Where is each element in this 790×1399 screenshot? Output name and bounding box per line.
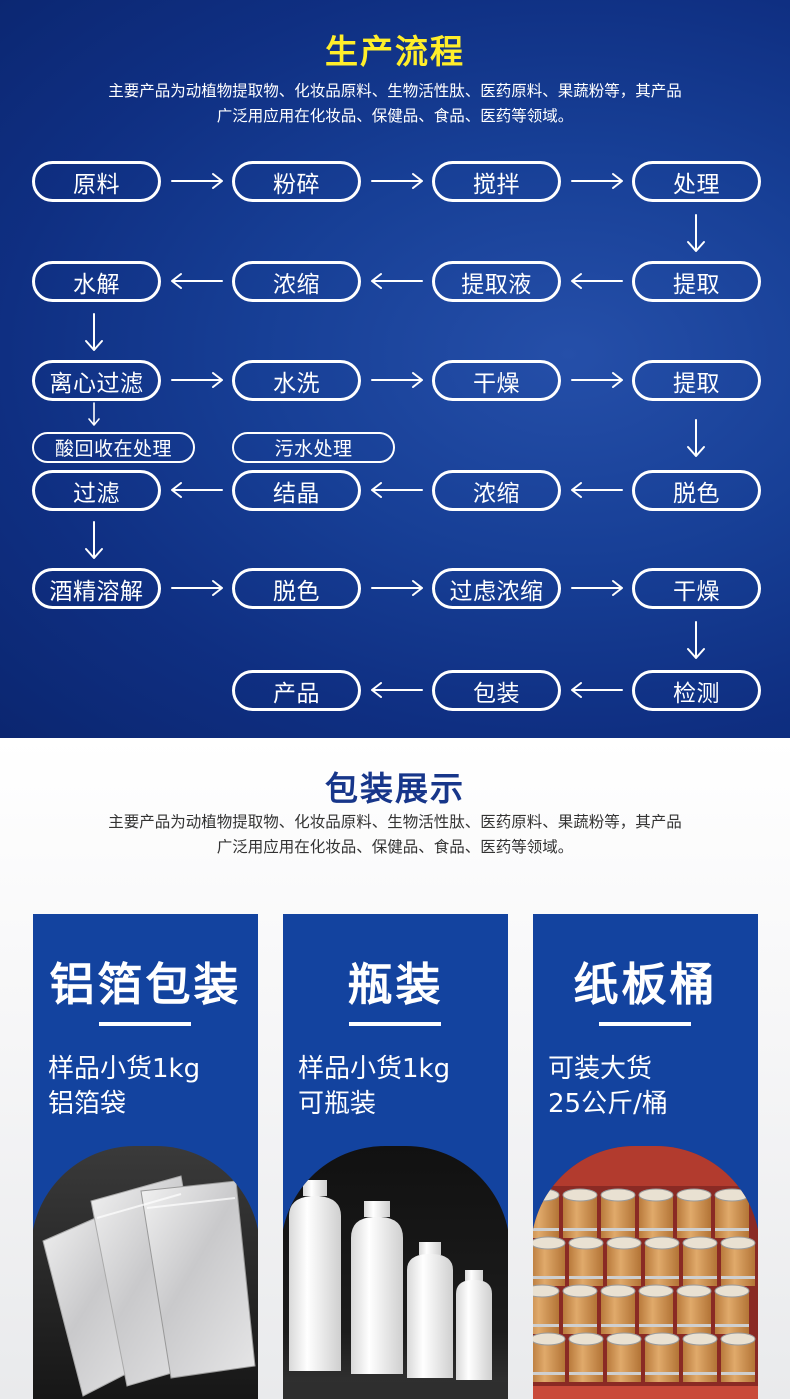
fiber-drums-image	[533, 1146, 758, 1399]
packaging-title: 包装展示	[325, 769, 465, 808]
arrow-left	[171, 482, 223, 498]
arrow-left	[571, 273, 623, 289]
step-extraction-2: 提取	[632, 360, 761, 401]
card-divider	[99, 1022, 191, 1026]
arrow-right	[371, 580, 423, 596]
arrow-left	[371, 682, 423, 698]
process-title: 生产流程	[325, 32, 465, 71]
step-centrifugal-filtration: 离心过滤	[32, 360, 161, 401]
production-process-section: 生产流程 主要产品为动植物提取物、化妆品原料、生物活性肽、医药原料、果蔬粉等，其…	[0, 0, 790, 738]
card-line-2: 铝箔袋	[48, 1089, 127, 1119]
arrow-right	[371, 372, 423, 388]
arrow-left	[371, 482, 423, 498]
card-fiber-drums: 纸板桶 可装大货 25公斤/桶	[533, 914, 758, 1399]
arrow-down-small	[88, 402, 100, 426]
arrow-right	[571, 580, 623, 596]
step-water-wash: 水洗	[232, 360, 361, 401]
arrow-left	[371, 273, 423, 289]
card-description: 样品小货1kg 可瓶装	[298, 1052, 450, 1122]
card-line-2: 25公斤/桶	[548, 1089, 668, 1119]
step-drying-2: 干燥	[632, 568, 761, 609]
arrow-left	[571, 682, 623, 698]
white-bottles-image	[283, 1146, 508, 1399]
arrow-right	[571, 372, 623, 388]
card-description: 样品小货1kg 铝箔袋	[48, 1052, 200, 1122]
step-crushing: 粉碎	[232, 161, 361, 202]
process-desc-line-1: 主要产品为动植物提取物、化妆品原料、生物活性肽、医药原料、果蔬粉等，其产品	[108, 82, 682, 100]
arrow-right	[171, 580, 223, 596]
packaging-display-section: 包装展示 主要产品为动植物提取物、化妆品原料、生物活性肽、医药原料、果蔬粉等，其…	[0, 738, 790, 1399]
step-filter-concentration: 过虑浓缩	[432, 568, 561, 609]
step-raw-material: 原料	[32, 161, 161, 202]
arrow-right	[171, 372, 223, 388]
process-description: 主要产品为动植物提取物、化妆品原料、生物活性肽、医药原料、果蔬粉等，其产品 广泛…	[0, 79, 790, 129]
card-line-1: 样品小货1kg	[298, 1054, 451, 1084]
flow-arrows	[85, 173, 705, 698]
step-decolorization: 脱色	[632, 470, 761, 511]
step-crystallization: 结晶	[232, 470, 361, 511]
packaging-description: 主要产品为动植物提取物、化妆品原料、生物活性肽、医药原料、果蔬粉等，其产品 广泛…	[0, 810, 790, 860]
step-filtration: 过滤	[32, 470, 161, 511]
arrow-right	[571, 173, 623, 189]
packaging-desc-line-1: 主要产品为动植物提取物、化妆品原料、生物活性肽、医药原料、果蔬粉等，其产品	[108, 813, 682, 831]
card-bottles: 瓶装 样品小货1kg 可瓶装	[283, 914, 508, 1399]
arrow-down	[687, 214, 705, 252]
step-concentration: 浓缩	[232, 261, 361, 302]
card-line-1: 可装大货	[548, 1054, 653, 1084]
arrow-right	[171, 173, 223, 189]
arrow-down	[687, 621, 705, 659]
card-divider	[349, 1022, 441, 1026]
arrow-down	[85, 521, 103, 559]
step-extract-liquid: 提取液	[432, 261, 561, 302]
step-concentration-2: 浓缩	[432, 470, 561, 511]
arrow-left	[171, 273, 223, 289]
packaging-desc-line-2: 广泛用应用在化妆品、保健品、食品、医药等领域。	[216, 838, 574, 856]
card-title: 瓶装	[347, 958, 444, 1011]
arrow-down	[687, 419, 705, 457]
card-divider	[599, 1022, 691, 1026]
step-product: 产品	[232, 670, 361, 711]
step-stirring: 搅拌	[432, 161, 561, 202]
arrow-right	[371, 173, 423, 189]
card-title: 纸板桶	[573, 958, 718, 1011]
step-hydrolysis: 水解	[32, 261, 161, 302]
card-description: 可装大货 25公斤/桶	[548, 1052, 668, 1122]
card-line-1: 样品小货1kg	[48, 1054, 201, 1084]
card-line-2: 可瓶装	[298, 1089, 377, 1119]
step-processing: 处理	[632, 161, 761, 202]
process-desc-line-2: 广泛用应用在化妆品、保健品、食品、医药等领域。	[216, 107, 574, 125]
card-aluminum-foil: 铝箔包装 样品小货1kg 铝箔袋	[33, 914, 258, 1399]
step-alcohol-dissolution: 酒精溶解	[32, 568, 161, 609]
aluminum-foil-bags-image	[33, 1146, 258, 1399]
step-extraction: 提取	[632, 261, 761, 302]
note-wastewater-treatment: 污水处理	[232, 432, 395, 463]
step-decolorization-2: 脱色	[232, 568, 361, 609]
step-packaging: 包装	[432, 670, 561, 711]
card-title: 铝箔包装	[49, 958, 242, 1011]
note-acid-recovery: 酸回收在处理	[32, 432, 195, 463]
step-testing: 检测	[632, 670, 761, 711]
step-drying: 干燥	[432, 360, 561, 401]
arrow-left	[571, 482, 623, 498]
arrow-down	[85, 313, 103, 351]
